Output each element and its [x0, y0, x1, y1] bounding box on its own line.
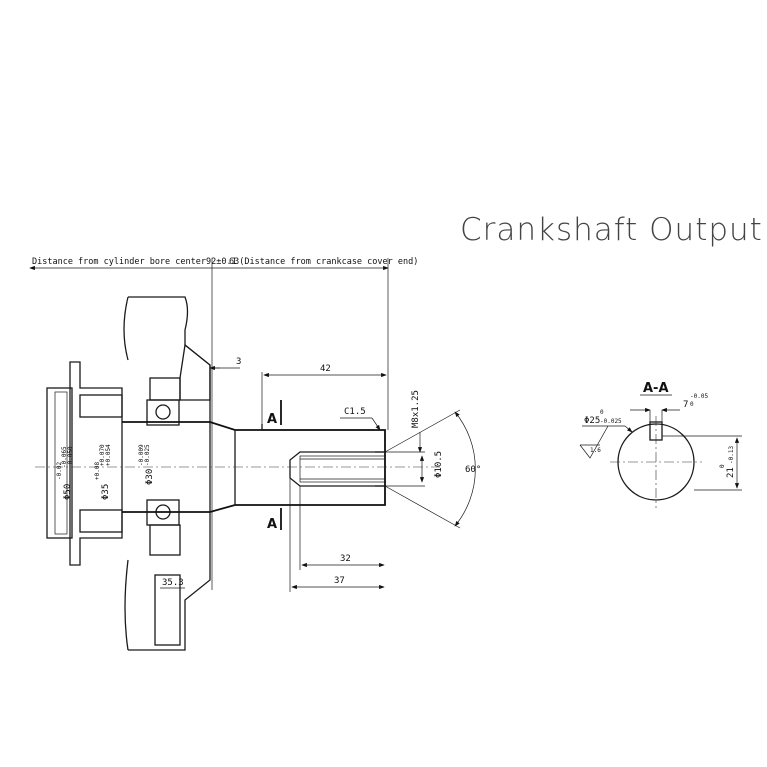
section-depth-tol0: 0 — [719, 464, 726, 468]
flange-left — [46, 361, 123, 566]
section-aa-view: A-A 7 -0.05 0 Φ25 0 -0.025 1.6 21 0 -0.1… — [579, 381, 742, 508]
key-tol0: 0 — [690, 401, 694, 408]
dim-60deg: 60° — [465, 465, 481, 475]
top-dimension-notes: Distance from cylinder bore center92±0.1… — [29, 257, 418, 590]
shaft-dimensions: 3 42 C1.5 M8x1.25 Φ10.5 60° 32 37 35.3 — [160, 357, 481, 592]
phi50-tol-lo2: -0.050 — [67, 446, 74, 468]
dim-m8: M8x1.25 — [411, 390, 421, 428]
dim-37: 37 — [334, 576, 345, 586]
phi35-tol-mid: +0.070 — [99, 444, 106, 466]
phi35-label: Φ35 — [101, 484, 111, 500]
crankshaft — [35, 421, 440, 513]
crankcase-body — [123, 296, 211, 651]
cut-label-top: A — [267, 412, 277, 427]
dim-c15: C1.5 — [344, 407, 366, 417]
phi50-tol-lo: -0.065 — [61, 446, 68, 468]
phi30-tol-lo: -0.025 — [144, 444, 151, 466]
cut-label-bottom: A — [267, 517, 277, 532]
section-dia-tol: -0.025 — [600, 418, 622, 425]
key-width: 7 — [683, 400, 688, 410]
diameter-labels: Φ50 -0.02 -0.065 -0.050 Φ35 +0.08 +0.070… — [56, 444, 155, 500]
phi50-label: Φ50 — [63, 484, 73, 500]
key-tol: -0.05 — [690, 393, 708, 400]
bearing — [146, 399, 180, 526]
cover-distance-note: 63(Distance from crankcase cover end) — [229, 257, 418, 267]
section-depth-tol: -0.13 — [728, 446, 735, 464]
dim-32: 32 — [340, 554, 351, 564]
cylinder-distance-note: Distance from cylinder bore center92±0.1 — [32, 257, 237, 267]
section-depth: 21 — [726, 467, 736, 478]
roughness-value: 1.6 — [590, 447, 601, 454]
phi35-tol-up: +0.08 — [94, 462, 101, 480]
section-marks: A A — [267, 400, 282, 532]
phi30-tol-up: -0.009 — [138, 444, 145, 466]
section-title: A-A — [643, 381, 669, 396]
phi30-label: Φ30 — [145, 469, 155, 485]
dim-42: 42 — [320, 364, 331, 374]
dim-353: 35.3 — [162, 578, 184, 588]
dim-phi105: Φ10.5 — [434, 451, 444, 478]
section-dia: Φ25 — [584, 416, 600, 426]
section-dia-tol0: 0 — [600, 409, 604, 416]
phi50-tol-up: -0.02 — [56, 462, 63, 480]
drawing-title: Crankshaft Output End — [460, 212, 767, 248]
dim-3: 3 — [236, 357, 241, 367]
phi35-tol-lo: +0.054 — [105, 444, 112, 466]
